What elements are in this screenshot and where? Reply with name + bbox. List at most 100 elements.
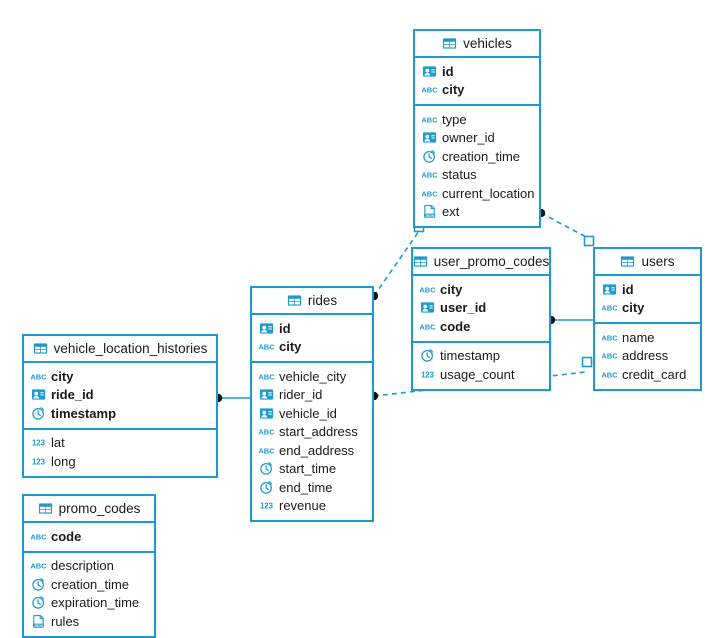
123-number-icon: 123 xyxy=(32,457,46,466)
column-row-owner_id[interactable]: owner_id xyxy=(415,129,539,148)
table-header-rides[interactable]: rides xyxy=(252,288,372,315)
column-label: timestamp xyxy=(440,348,500,364)
column-label: city xyxy=(442,82,465,98)
id-badge-icon xyxy=(422,132,437,143)
column-label: city xyxy=(51,368,74,384)
clock-icon xyxy=(32,577,44,591)
column-label: id xyxy=(622,281,634,297)
edge-endpoint-square xyxy=(581,356,593,368)
column-label: vehicle_city xyxy=(279,368,347,384)
column-label: creation_time xyxy=(442,148,521,164)
column-label: creation_time xyxy=(51,576,130,592)
table-title: promo_codes xyxy=(58,501,141,516)
id-badge-icon xyxy=(259,389,274,400)
id-badge-icon xyxy=(259,323,274,334)
abc-text-icon: ABC xyxy=(422,189,437,198)
table-title: vehicles xyxy=(463,36,512,51)
column-row-rider_id[interactable]: rider_id xyxy=(252,386,372,405)
column-label: lat xyxy=(51,435,65,451)
table-title: users xyxy=(641,254,675,269)
abc-text-icon: ABC xyxy=(422,115,437,124)
svg-text:JSON: JSON xyxy=(34,624,44,628)
column-row-lat[interactable]: 123 lat xyxy=(24,434,216,453)
column-label: ext xyxy=(442,204,460,220)
svg-text:ABC: ABC xyxy=(31,532,46,541)
column-row-ride_id[interactable]: ride_id xyxy=(24,386,216,405)
abc-text-icon: ABC xyxy=(422,171,437,180)
table-header-users[interactable]: users xyxy=(595,249,700,276)
svg-text:ABC: ABC xyxy=(420,285,435,294)
column-row-end_time[interactable]: end_time xyxy=(252,478,372,497)
table-header-vehicle_location_histories[interactable]: vehicle_location_histories xyxy=(24,336,216,363)
column-label: revenue xyxy=(279,498,326,514)
column-label: credit_card xyxy=(622,366,687,382)
column-row-creation_time[interactable]: creation_time xyxy=(24,575,154,594)
svg-text:ABC: ABC xyxy=(259,428,274,437)
table-header-user_promo_codes[interactable]: user_promo_codes xyxy=(413,249,549,276)
abc-text-icon: ABC xyxy=(602,304,617,313)
column-row-user_id[interactable]: user_id xyxy=(413,299,549,318)
column-label: end_time xyxy=(279,479,333,495)
abc-text-icon: ABC xyxy=(420,322,435,331)
column-label: id xyxy=(279,320,291,336)
column-label: id xyxy=(442,63,454,79)
json-document-icon: JSON xyxy=(33,614,44,628)
id-badge-icon xyxy=(422,66,437,77)
column-row-id[interactable]: id xyxy=(415,62,539,81)
column-row-city[interactable]: ABC city xyxy=(415,81,539,100)
svg-text:ABC: ABC xyxy=(31,372,46,381)
column-row-timestamp[interactable]: timestamp xyxy=(24,404,216,423)
clock-icon xyxy=(260,462,272,475)
abc-text-icon: ABC xyxy=(259,446,274,455)
column-row-expiration_time[interactable]: expiration_time xyxy=(24,594,154,613)
column-row-timestamp[interactable]: timestamp xyxy=(413,347,549,366)
column-label: vehicle_id xyxy=(279,405,337,421)
column-row-creation_time[interactable]: creation_time xyxy=(415,147,539,166)
svg-text:ABC: ABC xyxy=(259,343,274,352)
column-row-revenue[interactable]: 123 revenue xyxy=(252,497,372,516)
svg-text:123: 123 xyxy=(260,502,274,511)
svg-text:123: 123 xyxy=(32,439,46,448)
column-row-id[interactable]: id xyxy=(595,280,700,299)
column-row-vehicle_id[interactable]: vehicle_id xyxy=(252,404,372,423)
column-label: address xyxy=(622,348,669,364)
svg-text:ABC: ABC xyxy=(420,322,435,331)
column-row-start_time[interactable]: start_time xyxy=(252,460,372,479)
svg-text:123: 123 xyxy=(32,457,46,466)
abc-text-icon: ABC xyxy=(422,86,437,95)
column-row-city[interactable]: ABC city xyxy=(24,367,216,386)
table-header-vehicles[interactable]: vehicles xyxy=(415,31,539,58)
column-row-id[interactable]: id xyxy=(252,319,372,338)
table-header-promo_codes[interactable]: promo_codes xyxy=(24,496,154,523)
